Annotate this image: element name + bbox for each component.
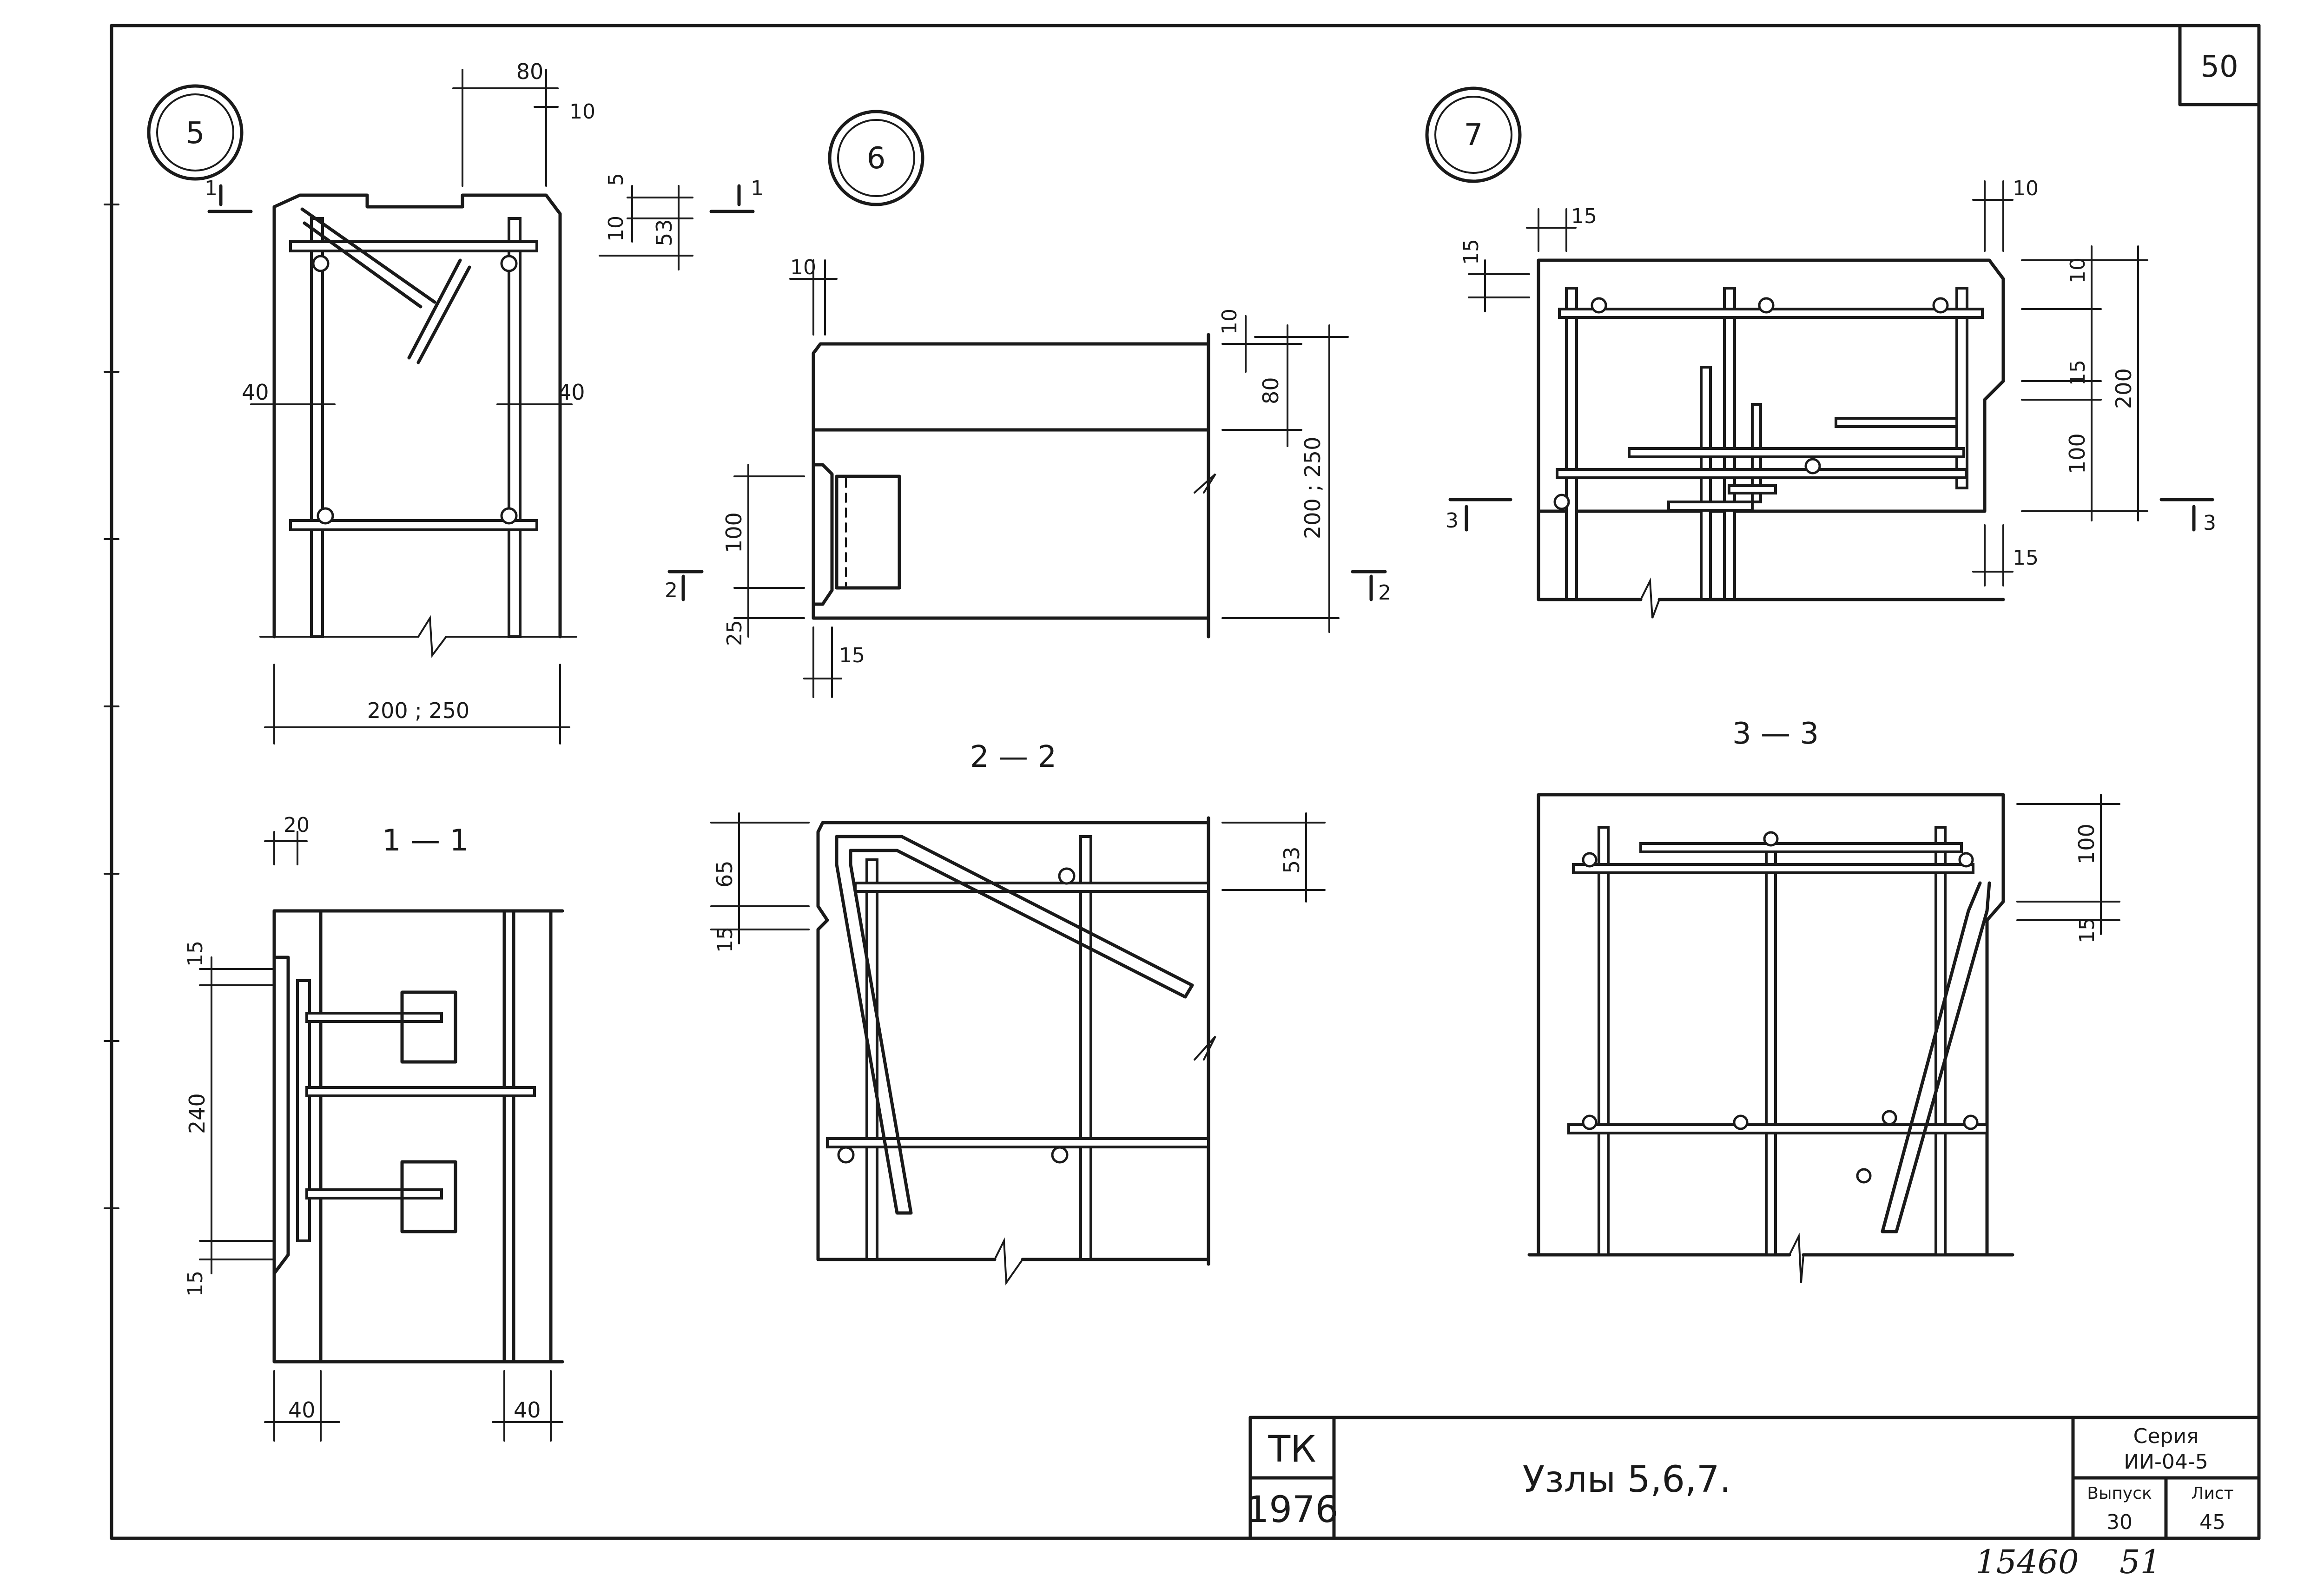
dim-n5-40-right: 40 <box>558 380 585 405</box>
section-1-1-label: 1 — 1 <box>382 824 469 858</box>
marker-3-left: 3 <box>1446 509 1459 533</box>
dim-n7-15a: 15 <box>1571 204 1597 228</box>
marker-3-right: 3 <box>2203 511 2216 535</box>
dim-n22-15: 15 <box>713 927 737 953</box>
dim-n5-53: 53 <box>652 219 677 246</box>
dim-n7-15d: 15 <box>2013 546 2039 570</box>
section-2-2: 2 — 2 65 15 53 <box>710 740 1326 1285</box>
section-1-1: 1 — 1 20 15 240 15 40 40 <box>184 813 564 1442</box>
dim-n6-height: 200 ; 250 <box>1300 437 1325 539</box>
title-block-title: Узлы 5,6,7. <box>1523 1459 1731 1501</box>
dim-n11-240: 240 <box>185 1093 210 1134</box>
section-2-2-label: 2 — 2 <box>970 740 1056 774</box>
node-7-detail: 7 3 3 15 15 <box>1425 86 2216 619</box>
footer-page: 51 <box>2119 1543 2161 1581</box>
marker-1-right: 1 <box>751 177 764 200</box>
title-block-sheet-label: Лист <box>2191 1484 2233 1503</box>
dim-n5-5: 5 <box>604 173 628 186</box>
dim-n6-80: 80 <box>1258 377 1283 404</box>
dim-n6-10b: 10 <box>1218 309 1241 335</box>
title-block-issue-value: 30 <box>2106 1510 2133 1534</box>
dim-n5-80: 80 <box>516 59 544 84</box>
node-6-label: 6 <box>867 141 886 176</box>
node-5-label: 5 <box>186 116 205 151</box>
dim-n11-40-left: 40 <box>288 1397 316 1423</box>
title-block-series-label: Серия <box>2133 1424 2199 1448</box>
node-6-detail: 6 2 2 10 10 80 200 ; 250 1 <box>665 110 1391 698</box>
dim-n7-200: 200 <box>2111 368 2136 409</box>
dim-n7-10b: 10 <box>2066 257 2090 283</box>
marker-1-left: 1 <box>205 177 218 200</box>
dim-n5-40-left: 40 <box>242 380 269 405</box>
node-7-label: 7 <box>1464 118 1483 152</box>
dim-n7-100: 100 <box>2065 433 2090 474</box>
dim-n7-15c: 15 <box>2066 360 2090 386</box>
dim-n6-100: 100 <box>721 512 746 553</box>
footer-numbers: 15460 51 <box>1975 1543 2161 1581</box>
title-block-issue-label: Выпуск <box>2087 1484 2152 1503</box>
title-block-series-value: ИИ-04-5 <box>2124 1450 2208 1474</box>
dim-n6-25: 25 <box>723 620 746 646</box>
dim-n5-width: 200 ; 250 <box>367 698 469 723</box>
marker-2-left: 2 <box>665 579 678 602</box>
page-number-box: 50 <box>2178 24 2261 106</box>
section-3-3: 3 — 3 100 15 <box>1527 717 2120 1283</box>
dim-n6-10a: 10 <box>790 256 816 279</box>
dim-n5-10: 10 <box>569 100 595 124</box>
dim-n7-10a: 10 <box>2013 177 2039 200</box>
title-block-year: 1976 <box>1246 1489 1339 1531</box>
dim-n11-40-right: 40 <box>514 1397 541 1423</box>
dim-n22-65: 65 <box>712 860 737 888</box>
dim-n11-20: 20 <box>284 813 310 837</box>
title-block-sheet-value: 45 <box>2199 1510 2225 1534</box>
title-block-org: ТК <box>1268 1429 1316 1470</box>
sheet-frame <box>104 24 2261 1540</box>
page-number: 50 <box>2200 50 2238 84</box>
dim-n11-15b: 15 <box>184 1271 207 1297</box>
dim-n11-15a: 15 <box>184 941 207 967</box>
dim-n5-10b: 10 <box>604 216 628 242</box>
dim-n22-53: 53 <box>1279 846 1304 874</box>
dim-n7-15b: 15 <box>1459 239 1483 265</box>
footer-number: 15460 <box>1975 1543 2079 1581</box>
dim-n6-15: 15 <box>839 644 865 667</box>
marker-2-right: 2 <box>1378 581 1391 605</box>
section-3-3-label: 3 — 3 <box>1732 717 1819 751</box>
node-5-detail: 5 1 1 80 10 <box>147 59 764 745</box>
dim-n33-15: 15 <box>2075 917 2099 943</box>
title-block: ТК 1976 Узлы 5,6,7. Серия ИИ-04-5 Выпуск… <box>1246 1416 2261 1540</box>
dim-n33-100: 100 <box>2074 824 2099 864</box>
